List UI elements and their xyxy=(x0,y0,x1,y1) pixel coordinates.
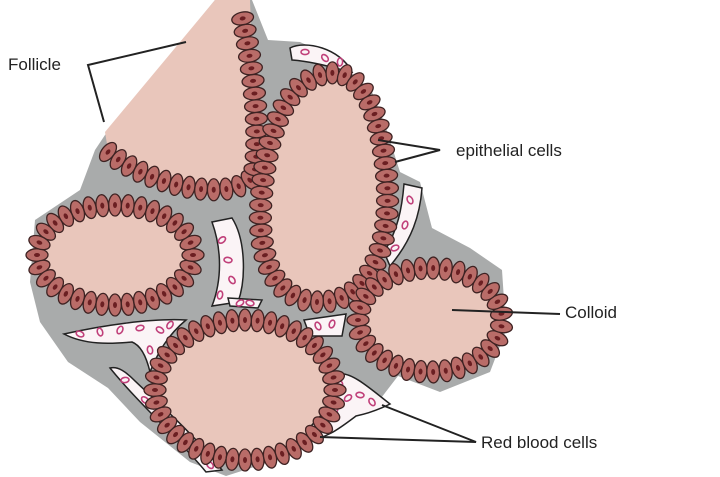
epithelial-cell xyxy=(144,287,161,311)
epithelial-cell xyxy=(426,360,441,384)
epithelial-cell xyxy=(400,259,416,282)
epithelial-cell xyxy=(310,290,324,314)
epithelial-cell xyxy=(348,300,372,316)
leader-line-follicle xyxy=(86,41,187,123)
epithelial-cell xyxy=(450,356,466,380)
red-blood-cell xyxy=(217,235,227,245)
red-blood-cell xyxy=(390,244,400,252)
epithelial-cell xyxy=(248,210,273,225)
epithelial-cell xyxy=(480,339,501,358)
epithelial-cell xyxy=(253,247,277,263)
blood-vessel xyxy=(227,297,264,309)
epithelial-cell xyxy=(120,155,138,177)
epithelial-cell xyxy=(346,313,370,327)
red-blood-cell xyxy=(75,330,85,338)
epithelial-cell xyxy=(238,448,252,472)
red-blood-cell xyxy=(120,376,130,384)
red-blood-cell xyxy=(328,319,336,329)
epithelial-cell xyxy=(95,194,110,218)
epithelial-cell xyxy=(250,309,265,333)
epithelial-cell xyxy=(364,277,384,297)
leader-line-colloid xyxy=(451,309,561,315)
label-red-blood-cells: Red blood cells xyxy=(481,433,598,452)
epithelial-cell xyxy=(375,193,400,208)
epithelial-cell xyxy=(400,358,416,382)
epithelial-cell xyxy=(188,437,205,460)
red-blood-cell xyxy=(166,320,174,330)
epithelial-cell xyxy=(249,198,273,213)
colloid-left-follicle xyxy=(37,205,193,305)
colloid-right-follicle xyxy=(358,268,502,372)
epithelial-cell xyxy=(300,69,317,91)
red-blood-cell xyxy=(368,397,376,407)
epithelial-cell xyxy=(323,383,347,397)
epithelial-cell xyxy=(237,48,262,63)
epithelial-cell xyxy=(143,383,167,397)
epithelial-cell xyxy=(95,292,110,316)
epithelial-cell xyxy=(212,311,228,335)
red-blood-cell xyxy=(116,325,124,335)
epithelial-cell xyxy=(374,218,398,234)
epithelial-cell xyxy=(249,223,273,238)
colloid-top-follicle xyxy=(105,0,256,192)
epithelial-cell xyxy=(250,235,274,250)
epithelial-cell xyxy=(426,256,441,280)
red-blood-cell xyxy=(96,327,104,337)
epithelial-cell xyxy=(212,445,228,469)
epithelial-cell xyxy=(345,72,365,92)
epithelial-cell xyxy=(25,248,49,262)
epithelial-cell xyxy=(108,293,122,317)
red-blood-cell xyxy=(216,290,224,300)
red-blood-cell xyxy=(314,321,322,331)
red-blood-cell xyxy=(336,57,344,67)
epithelial-cell xyxy=(355,287,377,306)
red-blood-cell xyxy=(245,299,255,307)
epithelial-cell xyxy=(371,231,395,246)
epithelial-cell xyxy=(69,199,86,223)
leader-line-epithelial xyxy=(377,139,441,163)
red-blood-cell xyxy=(155,326,165,334)
epithelial-cell xyxy=(108,193,122,217)
epithelial-cell xyxy=(388,263,404,286)
epithelial-cell xyxy=(376,349,393,372)
epithelial-cell xyxy=(82,196,98,220)
red-blood-cell xyxy=(300,48,310,56)
epithelial-cell xyxy=(251,173,275,188)
epithelial-cell xyxy=(244,111,269,126)
label-colloid: Colloid xyxy=(565,303,617,322)
epithelial-cell xyxy=(132,160,149,183)
red-blood-cell xyxy=(343,393,353,403)
epithelial-cell xyxy=(325,61,340,85)
epithelial-cell xyxy=(206,178,221,202)
red-blood-cell xyxy=(320,53,330,63)
red-blood-cell xyxy=(406,195,414,205)
epithelial-cell xyxy=(133,196,148,220)
label-follicle: Follicle xyxy=(8,55,61,74)
red-blood-cell xyxy=(401,220,409,230)
epithelial-cell xyxy=(371,143,396,158)
colloid-bottom-follicle xyxy=(155,320,335,460)
epithelial-cell xyxy=(438,359,453,383)
epithelial-cell xyxy=(250,447,265,471)
epithelial-cell xyxy=(181,248,205,262)
label-epithelial-cells: epithelial cells xyxy=(456,141,562,160)
red-blood-cell xyxy=(228,275,236,285)
epithelial-cell xyxy=(413,359,428,384)
red-blood-cell xyxy=(355,391,365,399)
red-blood-cell xyxy=(135,324,145,332)
red-blood-cell xyxy=(235,299,245,307)
red-blood-cell xyxy=(223,256,233,264)
colloid-center-follicle xyxy=(260,72,388,303)
epithelial-cell xyxy=(28,234,51,251)
epithelial-cell xyxy=(231,11,255,26)
leader-line-rbc xyxy=(319,404,477,443)
red-blood-cell xyxy=(146,345,154,355)
epithelial-cell xyxy=(375,181,400,196)
epithelial-cell xyxy=(238,308,252,332)
